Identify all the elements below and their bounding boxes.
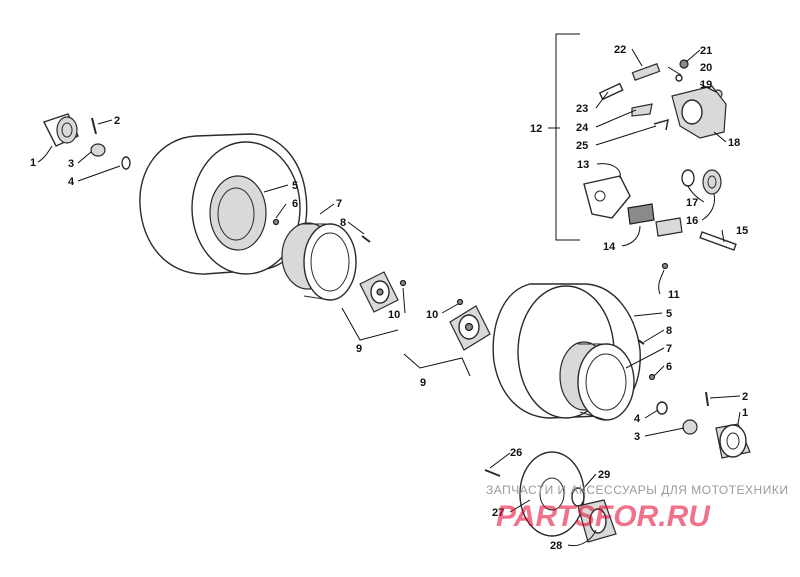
callout-14: 14 <box>603 241 616 253</box>
callout-3-left: 3 <box>68 158 74 170</box>
caliper-body-18 <box>671 85 727 139</box>
left-hub <box>359 271 399 313</box>
bracket-9a <box>341 307 399 341</box>
callout-5-left: 5 <box>292 180 298 192</box>
bracket-9b <box>403 353 471 377</box>
callout-7-right: 7 <box>666 343 672 355</box>
watermark-tagline: ЗАПЧАСТИ И АКСЕССУАРЫ ДЛЯ МОТОТЕХНИКИ <box>486 483 788 497</box>
leader-lines <box>37 48 741 547</box>
caliper-bolt-15 <box>699 231 737 251</box>
right-rim-screw <box>637 339 645 345</box>
callout-2-right: 2 <box>742 391 748 403</box>
right-hub-bolt <box>456 298 464 306</box>
callout-12: 12 <box>530 123 542 135</box>
left-hub-cap <box>43 113 79 147</box>
callout-4-left: 4 <box>68 176 75 188</box>
callout-20: 20 <box>700 62 712 74</box>
left-castle-nut <box>90 143 106 157</box>
caliper-pin-22 <box>631 63 661 81</box>
brake-pad-14b <box>655 217 683 237</box>
callout-23: 23 <box>576 103 588 115</box>
left-tire <box>139 133 308 275</box>
callout-5-right: 5 <box>666 308 672 320</box>
callout-10-right: 10 <box>426 309 438 321</box>
right-hub <box>449 305 491 351</box>
callout-24: 24 <box>576 122 589 134</box>
callout-26: 26 <box>510 447 522 459</box>
caliper-o-ring-17 <box>681 169 695 187</box>
callout-13: 13 <box>577 159 589 171</box>
caliper-pin-23 <box>598 82 624 101</box>
callout-11: 11 <box>668 289 680 301</box>
left-valve-stem <box>272 218 280 226</box>
left-hub-bolt <box>399 279 407 287</box>
callout-9-right: 9 <box>420 377 426 389</box>
callout-9-left: 9 <box>356 343 362 355</box>
callout-1-left: 1 <box>30 157 36 169</box>
callout-29: 29 <box>598 469 610 481</box>
callout-25: 25 <box>576 140 588 152</box>
right-cotter-pin <box>705 391 709 407</box>
brake-disc-hub-28 <box>577 499 617 543</box>
callout-6-right: 6 <box>666 361 672 373</box>
callout-22: 22 <box>614 44 626 56</box>
callout-15: 15 <box>736 225 748 237</box>
right-castle-nut <box>682 419 698 435</box>
left-rim <box>281 222 357 301</box>
callout-3-right: 3 <box>634 431 640 443</box>
brake-pad-14a <box>627 203 655 225</box>
callout-labels: 1 2 3 4 5 6 7 8 9 10 10 9 11 5 8 7 6 2 1… <box>30 44 748 552</box>
brake-disc-o-ring-29 <box>571 487 585 507</box>
caliper-bracket-bracket-line <box>555 33 580 241</box>
callout-21: 21 <box>700 45 712 57</box>
caliper-clip-24 <box>631 103 653 117</box>
callout-8-right: 8 <box>666 325 672 337</box>
callout-28: 28 <box>550 540 562 552</box>
callout-2-left: 2 <box>114 115 120 127</box>
watermark-logo: PARTSFOR.RU <box>496 500 711 533</box>
right-rim <box>559 341 635 421</box>
callout-6-left: 6 <box>292 198 298 210</box>
callout-4-right: 4 <box>634 413 641 425</box>
callout-19: 19 <box>700 79 712 91</box>
watermark: ЗАПЧАСТИ И АКСЕССУАРЫ ДЛЯ МОТОТЕХНИКИ PA… <box>486 483 788 533</box>
caliper-spring-25 <box>653 118 669 131</box>
left-cotter-pin <box>91 117 97 135</box>
caliper-screw-20 <box>675 74 683 82</box>
right-washer <box>656 401 668 415</box>
callout-7-left: 7 <box>336 198 342 210</box>
right-valve-stem <box>648 373 656 381</box>
callout-1-right: 1 <box>742 407 748 419</box>
brake-disc-bolt-26 <box>484 469 501 477</box>
left-washer <box>121 156 131 170</box>
callout-8-left: 8 <box>340 217 346 229</box>
left-rim-screw <box>361 235 371 243</box>
callout-16: 16 <box>686 215 698 227</box>
callout-27: 27 <box>492 507 504 519</box>
caliper-mount-bolt-11 <box>661 262 669 270</box>
callout-18: 18 <box>728 137 740 149</box>
right-hub-cap <box>715 423 751 459</box>
caliper-bracket-13 <box>583 175 631 219</box>
callout-10-left: 10 <box>388 309 400 321</box>
callout-17: 17 <box>686 197 698 209</box>
caliper-piston-16 <box>702 169 722 195</box>
